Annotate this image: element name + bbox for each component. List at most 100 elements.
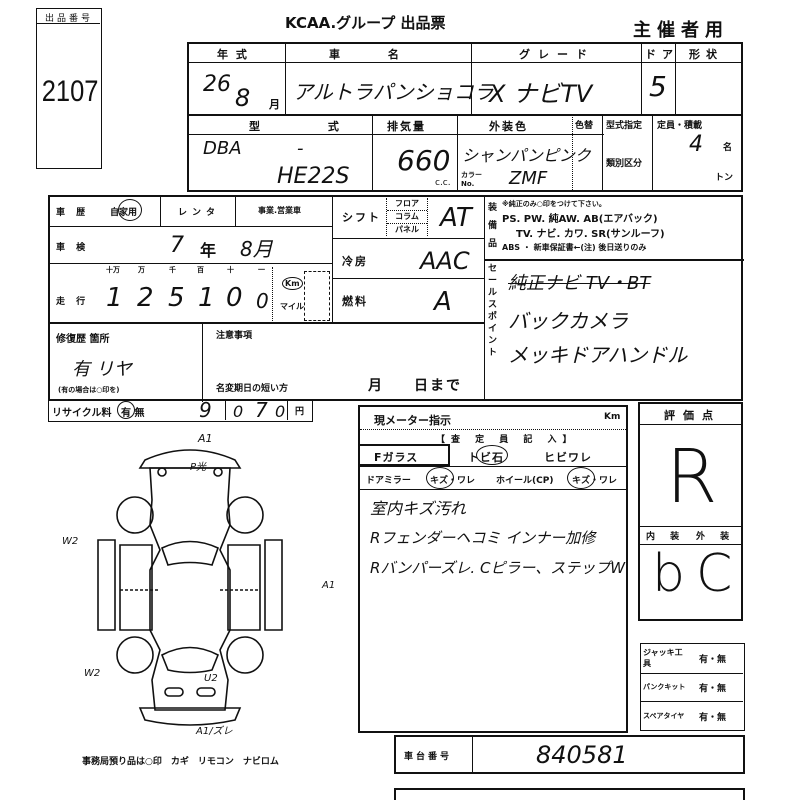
mark-right: A1 (322, 580, 336, 591)
rear-bumper (138, 707, 242, 726)
spare-tire-opts: 有・無 (699, 713, 727, 723)
grade-label: グレード (519, 48, 595, 61)
inspection-year: 7 (170, 233, 184, 258)
load-unit: トン (715, 173, 734, 183)
puncture-kit-opts: 有・無 (699, 684, 727, 694)
mileage-digit: 1 (106, 283, 123, 313)
mileage-digit: 0 (256, 289, 269, 313)
wheel-opts: キズ・ワレ (572, 476, 618, 486)
shift-options: フロア コラム パネル (386, 198, 428, 236)
mark-left-rear: W2 (84, 668, 101, 679)
digit-label: 万 (138, 266, 145, 274)
mileage-digits: 十万 万 千 百 十 一 1 2 5 1 0 0 (92, 265, 272, 321)
caution-day: 日まで (414, 378, 462, 394)
color-value: シャンパンピンク (462, 146, 591, 165)
model-label: 型 式 (249, 120, 341, 133)
recycle-unit: 円 (295, 407, 305, 417)
inspection-label: 車 検 (56, 243, 90, 253)
history-business: 事業.営業車 (258, 206, 302, 215)
spare-tire-label: スペアタイヤ (643, 712, 685, 720)
caution-month: 月 (368, 378, 384, 394)
digit-label: 十 (227, 266, 234, 274)
mileage-digit: 0 (226, 283, 243, 313)
inspector-label: 【査 定 員 記 入】 (436, 435, 578, 445)
recycle-digit: 7 (255, 398, 268, 422)
fglass-crack: ヒビワレ (544, 451, 592, 464)
ac-value: AAC (420, 247, 470, 275)
front-bumper (138, 449, 242, 469)
exterior-label: 外 装 (696, 532, 736, 542)
doors-label: ドア (645, 48, 679, 61)
exterior-score: C (696, 544, 733, 604)
sales-point: メッキドアハンドル (508, 343, 688, 367)
repair-label: 修復歴 箇所 (56, 334, 110, 345)
meter-unit: Km (604, 412, 621, 422)
class-label: 類別区分 (606, 159, 643, 169)
unit-mile: マイル (280, 302, 304, 311)
chassis-number: 840581 (536, 741, 628, 769)
overall-score: R (666, 434, 718, 520)
model-prefix: DBA (203, 138, 242, 159)
puncture-kit-label: パンクキット (643, 683, 686, 691)
equipment-line1: PS. PW. 純AW. AB(エアバック) (502, 214, 658, 225)
lot-number: 2107 (41, 75, 99, 108)
repair-note: (有の場合は○印を) (58, 386, 120, 394)
ac-label: 冷房 (342, 255, 368, 268)
equipment-line2: TV. ナビ. カワ. SR(サンルーフ) (516, 229, 665, 240)
doors-value: 5 (649, 70, 667, 103)
recycle-digit: 9 (199, 398, 212, 422)
fglass-cell (358, 444, 450, 466)
car-damage-diagram (97, 449, 283, 726)
inspector-note: Rバンパーズレ. Cピラー、ステップW (370, 559, 626, 577)
fuel-label: 燃料 (342, 295, 368, 308)
equipment-note: ※純正のみ○印をつけて下さい。 (502, 200, 606, 208)
month-unit: 月 (269, 98, 282, 111)
history-label: 車 歴 (56, 208, 90, 218)
mark-rear: U2 (204, 673, 218, 684)
interior-score: b (652, 544, 686, 604)
details-table: 車 歴 自家用 レンタ 事業.営業車 車 検 7 年 8月 走 行 十万 万 千… (48, 195, 744, 402)
digit-label: 一 (258, 266, 265, 274)
mileage-digit: 1 (198, 283, 215, 313)
name-change-label: 名変期日の短い方 (216, 384, 289, 394)
jack-opts: 有・無 (699, 655, 727, 665)
circle-mark (118, 199, 142, 221)
capacity-unit: 名 (723, 143, 733, 153)
vehicle-table: 年 式 車 名 グレード ドア 形状 26 8 月 アルトラパンショコラ X ナ… (187, 42, 743, 192)
year-label: 年 式 (217, 48, 249, 61)
score-label: 評価点 (664, 409, 721, 422)
capacity-label: 定員・積載 (657, 121, 703, 131)
sheet-title: KCAA.グループ 出品票 (285, 14, 446, 32)
equipment-line3: ABS ・ 新車保証書←(注) 後日送りのみ (502, 243, 647, 252)
mirror-label: ドアミラー (366, 476, 411, 486)
repair-value: 有 リヤ (72, 359, 132, 380)
sales-points-label: セールスポイント (488, 264, 498, 358)
chassis-box: 車台番号 840581 (394, 735, 745, 774)
extra-box (394, 788, 745, 800)
shift-label: シフト (342, 211, 381, 224)
displacement-label: 排気量 (387, 120, 426, 133)
mile-box (304, 271, 330, 321)
wheel-label: ホイール(CP) (496, 476, 554, 486)
shape-label: 形状 (689, 48, 723, 61)
chassis-label: 車台番号 (404, 752, 453, 762)
accessories-box: ジャッキ工具 有・無 パンクキット 有・無 スペアタイヤ 有・無 (640, 643, 745, 731)
mark-front-glass: P光 (190, 462, 207, 473)
shift-value: AT (440, 203, 472, 233)
fuel-value: A (434, 287, 452, 317)
type-designation-label: 型式指定 (606, 121, 643, 131)
month-value: 8 (235, 84, 251, 112)
history-rental: レンタ (178, 208, 221, 218)
capacity-value: 4 (689, 132, 703, 157)
recycle-digit: 0 (275, 402, 286, 421)
caution-label: 注意事項 (216, 331, 253, 341)
recycle-digit: 0 (233, 402, 244, 421)
fglass-label: Fガラス (374, 451, 419, 464)
mark-left-front: W2 (62, 536, 79, 547)
recycle-label: リサイクル料 (52, 408, 112, 419)
rear-window (160, 646, 220, 674)
model-dash: - (297, 138, 304, 159)
color-change-label: 色替 (575, 121, 594, 131)
digit-label: 百 (197, 266, 204, 274)
